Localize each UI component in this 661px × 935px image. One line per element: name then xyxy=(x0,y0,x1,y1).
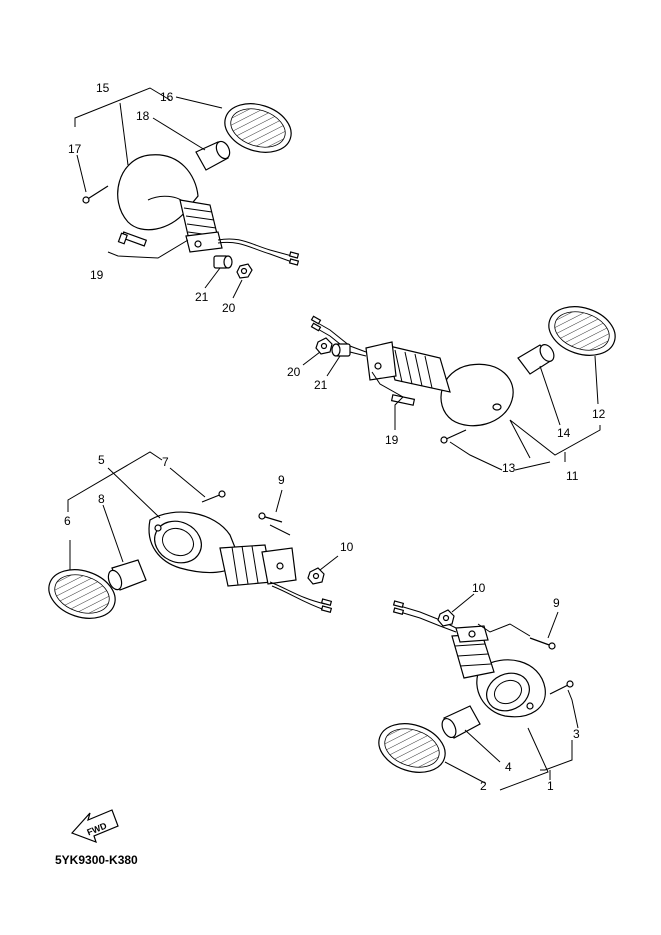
callout: 10 xyxy=(340,540,354,554)
nut-10-lower xyxy=(437,609,455,627)
housing-5 xyxy=(148,511,333,613)
housing-15 xyxy=(117,154,300,266)
callout: 14 xyxy=(557,426,571,440)
screw-13 xyxy=(440,429,467,444)
screw-9-upper xyxy=(258,512,283,523)
callout: 3 xyxy=(573,727,580,741)
callout: 20 xyxy=(222,301,236,315)
callout: 1 xyxy=(547,779,554,793)
callout: 9 xyxy=(553,596,560,610)
bulb-8 xyxy=(107,559,147,591)
callout: 4 xyxy=(505,760,512,774)
collar-21-upper xyxy=(213,255,233,269)
housing-1 xyxy=(392,600,546,718)
callout: 21 xyxy=(195,290,209,304)
screw-7 xyxy=(201,490,226,503)
callout: 18 xyxy=(136,109,150,123)
assembly-11 xyxy=(302,306,616,471)
lens-6 xyxy=(48,569,116,619)
callout: 19 xyxy=(90,268,104,282)
callout: 6 xyxy=(64,514,71,528)
screw-9-lower xyxy=(529,637,556,650)
housing-11 xyxy=(310,315,514,427)
nut-10-upper xyxy=(307,567,325,585)
callout: 13 xyxy=(502,461,516,475)
collar-21-lower xyxy=(331,343,351,357)
callout: 8 xyxy=(98,492,105,506)
callout: 15 xyxy=(96,81,110,95)
callout: 21 xyxy=(314,378,328,392)
fwd-arrow: FWD xyxy=(70,809,119,844)
nut-20-lower xyxy=(315,337,333,355)
nut-20-upper xyxy=(236,263,253,279)
screw-17 xyxy=(82,185,109,204)
callout: 2 xyxy=(480,779,487,793)
callout: 16 xyxy=(160,90,174,104)
assembly-5 xyxy=(48,451,339,619)
callout: 11 xyxy=(566,469,579,483)
callout: 12 xyxy=(592,407,606,421)
callout: 7 xyxy=(162,455,169,469)
bolt-19-upper xyxy=(117,231,148,247)
lens-16 xyxy=(224,103,292,153)
callout: 5 xyxy=(98,453,105,467)
callout-labels: 15 16 18 17 19 21 20 20 21 19 12 14 13 1… xyxy=(64,81,606,793)
bulb-14 xyxy=(517,344,555,375)
callout: 20 xyxy=(287,365,301,379)
diagram-code: 5YK9300-K380 xyxy=(55,853,138,867)
bulb-4 xyxy=(441,705,481,739)
callout: 9 xyxy=(278,473,285,487)
screw-3 xyxy=(549,680,574,695)
callout: 10 xyxy=(472,581,486,595)
lens-2 xyxy=(378,723,446,773)
callout: 17 xyxy=(68,142,82,156)
lens-12 xyxy=(548,306,616,356)
assembly-1 xyxy=(378,593,579,791)
callout: 19 xyxy=(385,433,399,447)
bolt-19-lower xyxy=(390,394,416,406)
bulb-18 xyxy=(195,140,231,171)
assembly-15 xyxy=(74,87,300,299)
